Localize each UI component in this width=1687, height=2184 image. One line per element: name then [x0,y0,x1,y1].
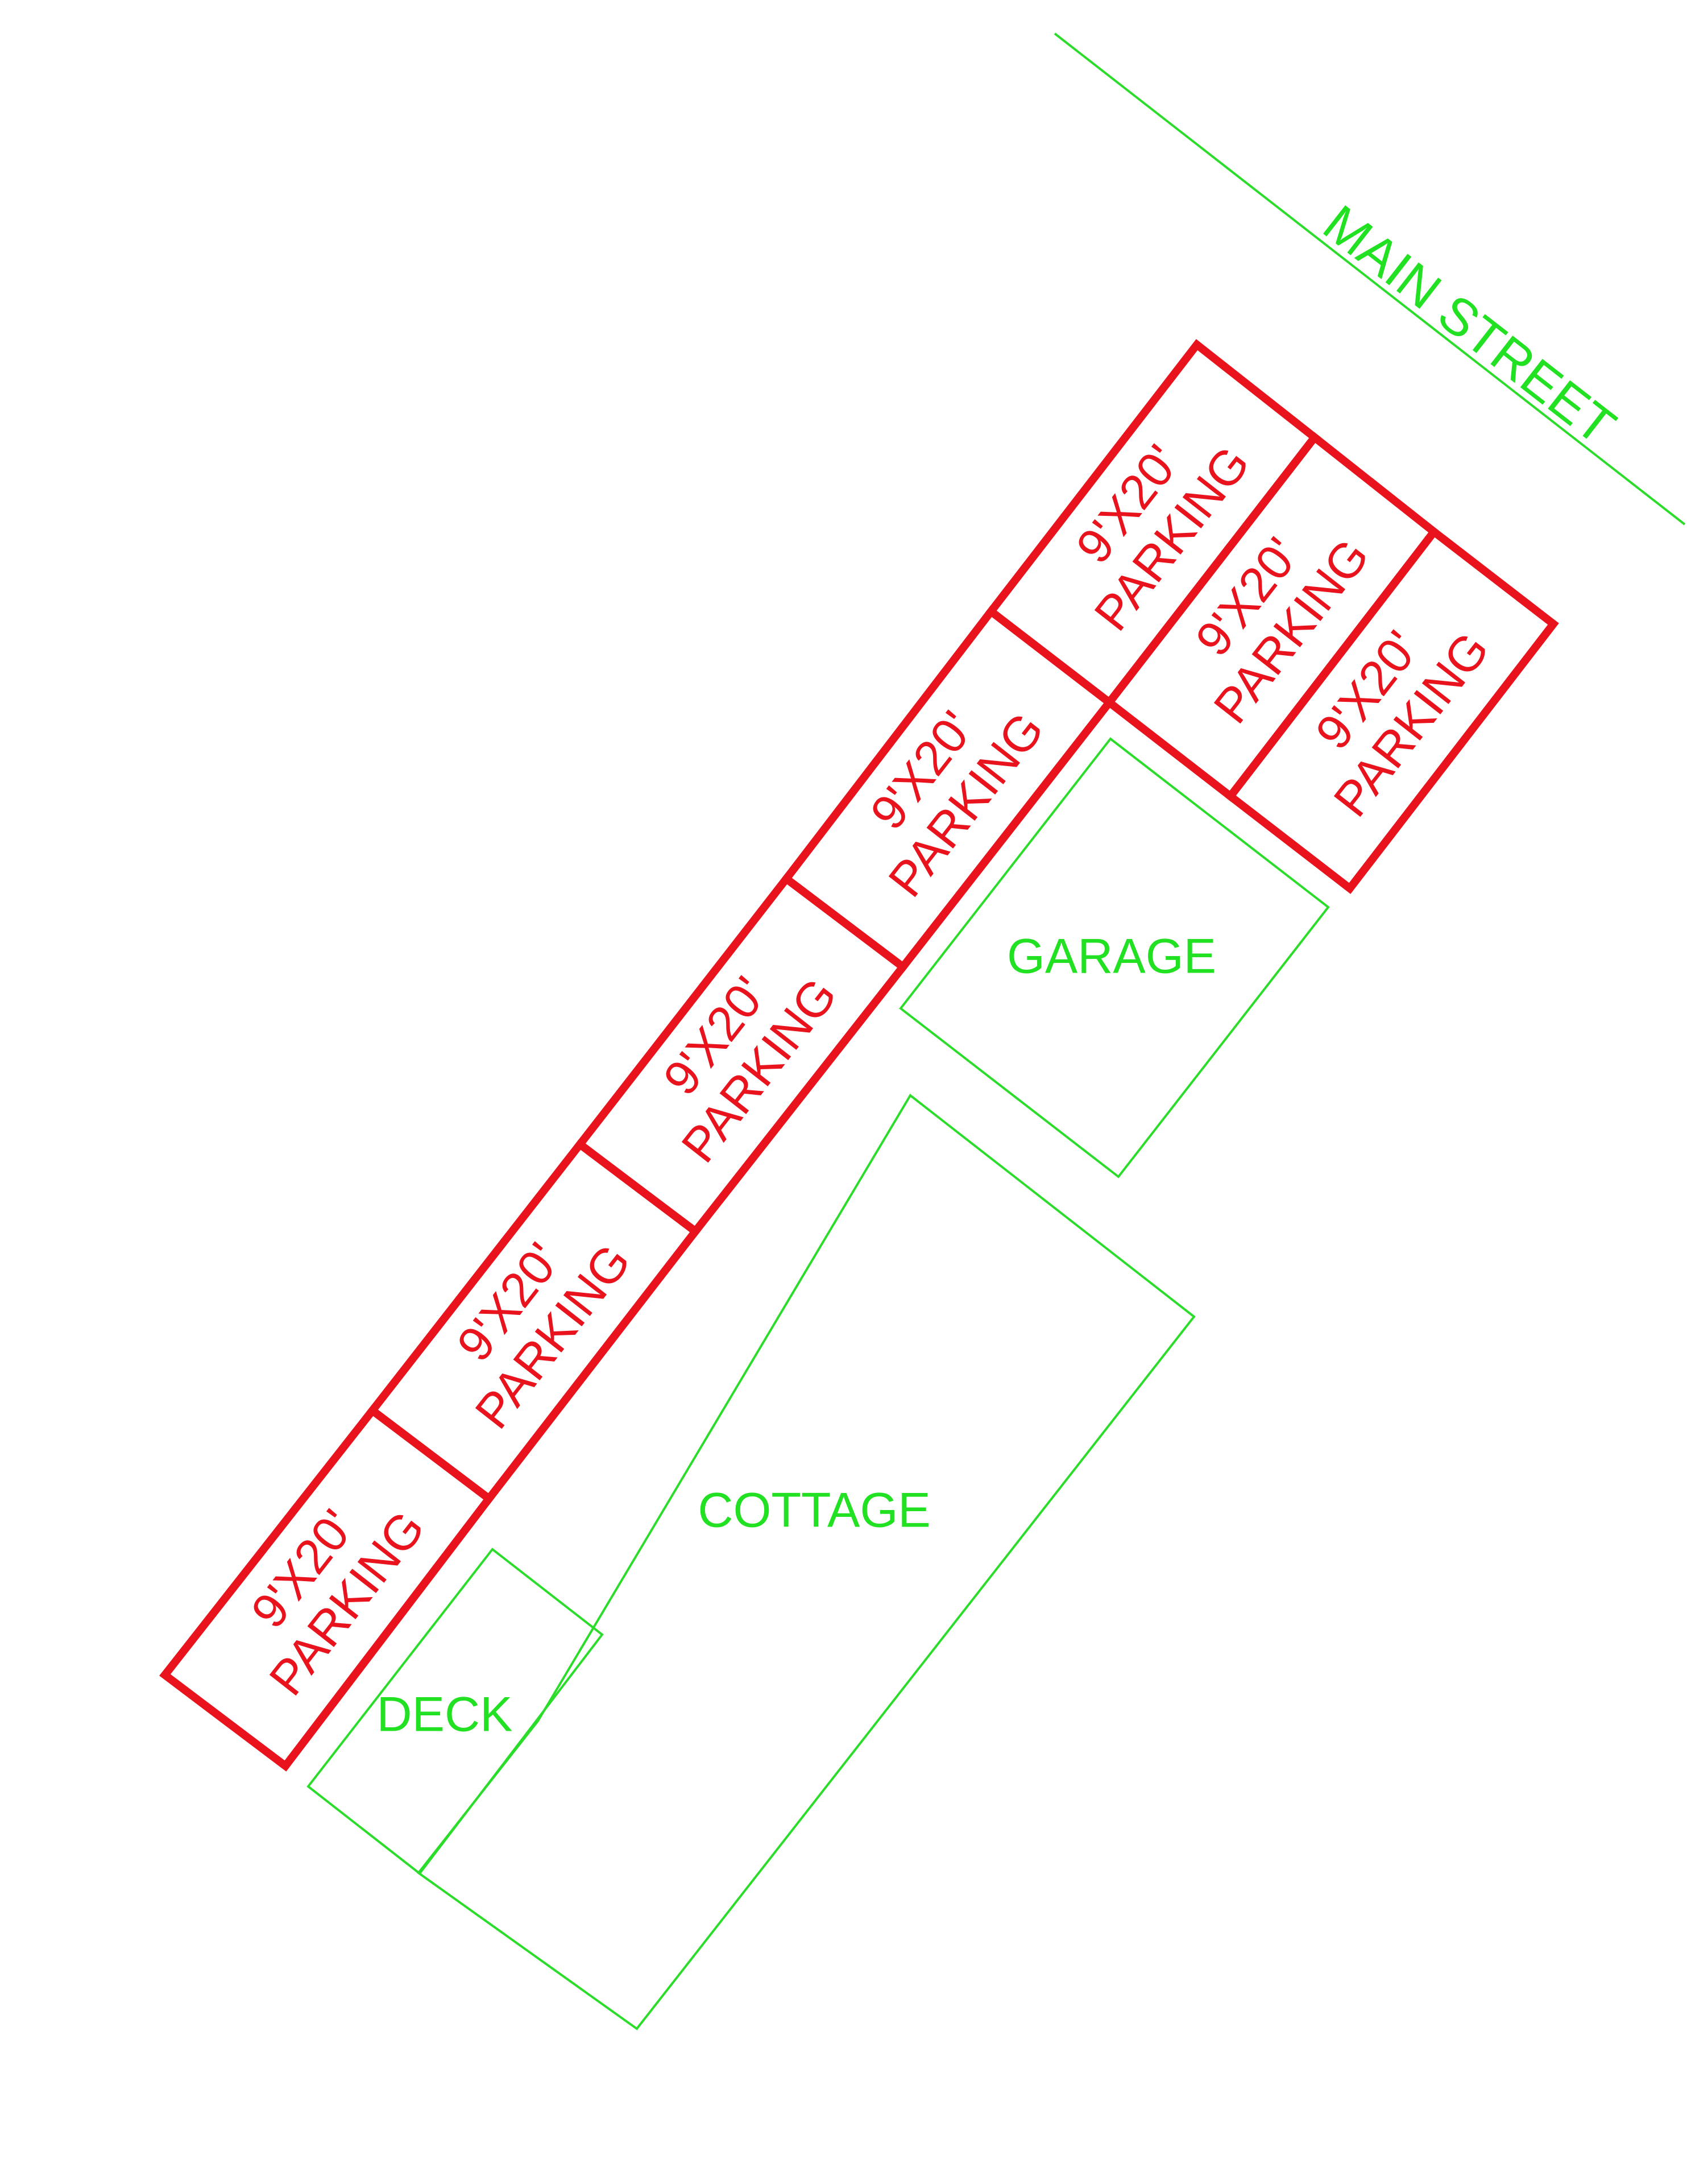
parking-stall-5: 9'X20' PARKING [241,1500,435,1706]
street-line [1054,32,1686,526]
deck-outline [306,1548,604,1875]
street-label: MAIN STREET [1313,195,1626,456]
garage-outline [899,737,1330,1178]
garage-label: GARAGE [1007,929,1216,984]
cottage-outline [417,1094,1196,2030]
parking-strip-diagonal [159,339,1320,1772]
parking-stall-outline [159,1405,495,1772]
parking-stall-4: 9'X20' PARKING [446,1233,641,1439]
parking-stall-2: 9'X20' PARKING [860,701,1054,907]
parking-strip-street [1104,432,1559,894]
deck-label: DECK [377,1687,513,1742]
parking-stall-3: 9'X20' PARKING [653,967,847,1173]
cottage-label: COTTAGE [698,1483,930,1538]
parking-stall-outline [1225,526,1559,894]
